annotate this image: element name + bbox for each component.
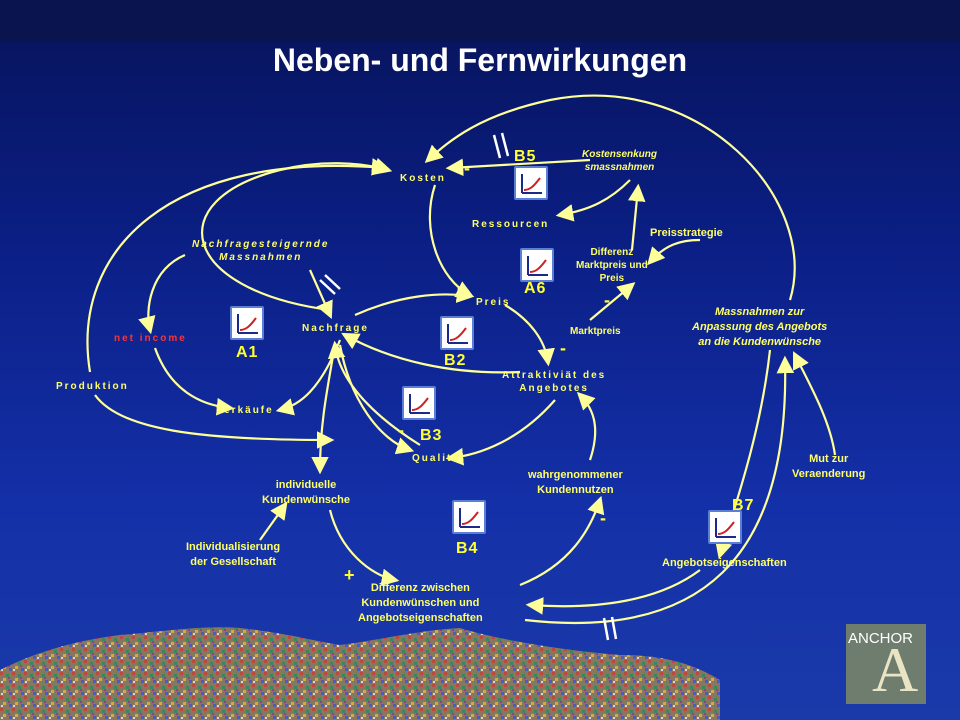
arrow-kostensenkung-ressourcen bbox=[555, 179, 631, 222]
delay-mark bbox=[319, 279, 336, 295]
arrow-attraktivitaet-qualitaet bbox=[445, 399, 556, 466]
arrow-angebot-differenz bbox=[525, 569, 701, 615]
arrow-differenz-kostensenkung bbox=[627, 183, 646, 251]
arrow-mut-massnahmen bbox=[793, 351, 837, 456]
node-marktpreis: Marktpreis bbox=[570, 326, 621, 337]
arrow-nachfragesteigernde-net bbox=[138, 253, 186, 335]
polarity-minus-sign: - bbox=[560, 338, 566, 358]
node-verkaeufe: Verkäufe bbox=[216, 405, 274, 416]
arrow-differenz-wahrgenommener bbox=[519, 495, 605, 587]
node-produktion: Produktion bbox=[56, 381, 129, 392]
anchor-logo-text: ANCHOR bbox=[848, 630, 914, 647]
arrow-nachfrage-verkaeufe bbox=[275, 339, 342, 416]
polarity-minus-sign: - bbox=[464, 158, 470, 178]
loop-code-b3: B3 bbox=[420, 427, 443, 444]
top-bar bbox=[0, 0, 960, 42]
arrow-net-verkaeufe bbox=[153, 347, 235, 416]
node-net-income: net income bbox=[114, 333, 187, 344]
arrow-b5-kosten bbox=[445, 158, 591, 177]
node-kosten: Kosten bbox=[400, 173, 446, 184]
loop-curve-icon bbox=[452, 500, 486, 534]
arrow-differenz-massnahmen bbox=[524, 355, 795, 625]
delay-mark bbox=[602, 617, 610, 641]
loop-curve-icon bbox=[708, 510, 742, 544]
arrow-massnahmen-kosten bbox=[424, 94, 796, 301]
node-nachfrage: Nachfrage bbox=[302, 323, 369, 334]
loop-code-b4: B4 bbox=[456, 540, 479, 557]
polarity-minus-sign: - bbox=[604, 290, 610, 310]
arrow-preisstrategie bbox=[647, 238, 701, 266]
loop-curve-icon bbox=[440, 316, 474, 350]
arrow-marktpreis-differenz bbox=[589, 282, 636, 321]
arrow-produktion-kosten bbox=[86, 158, 390, 373]
arrow-wahrgenommener-attraktivitaet bbox=[576, 391, 597, 461]
delay-mark bbox=[492, 134, 502, 159]
arrow-massnahmen-nachfrage bbox=[308, 269, 333, 320]
node-qualitaet: Qualität bbox=[412, 453, 466, 464]
node-preis: Preis bbox=[476, 297, 511, 308]
node-angebotseigenschaften: Angebotseigenschaften bbox=[662, 557, 787, 569]
loop-code-a1: A1 bbox=[236, 344, 259, 361]
loop-curve-icon bbox=[402, 386, 436, 420]
delay-mark bbox=[610, 616, 618, 640]
delay-mark bbox=[324, 274, 341, 290]
arrow-produktion-loop bbox=[94, 394, 335, 449]
node-preisstrategie: Preisstrategie bbox=[650, 227, 723, 239]
arrow-attraktivitaet-nachfrage bbox=[341, 332, 521, 374]
arrow-nachfrage-individuelle bbox=[311, 344, 337, 475]
polarity-minus-sign: - bbox=[600, 508, 606, 528]
loop-code-b2: B2 bbox=[444, 352, 467, 369]
arrow-kosten-preis bbox=[428, 184, 474, 297]
arrow-nachfrage-kosten bbox=[201, 157, 393, 312]
slide-title: Neben- und Fernwirkungen bbox=[272, 42, 688, 78]
anchor-logo: ANCHOR A bbox=[846, 624, 926, 704]
loop-curve-icon bbox=[230, 306, 264, 340]
loop-curve-icon bbox=[514, 166, 548, 200]
arrow-individuelle-differenz bbox=[328, 509, 400, 587]
arrow-preis-attraktivitaet bbox=[504, 304, 555, 367]
arrow-nachfrage-qualitaet bbox=[338, 344, 415, 455]
arrow-qualitaet-nachfrage bbox=[327, 340, 421, 446]
arrow-nachfrage-preis bbox=[354, 285, 475, 317]
polarity-minus-sign: - bbox=[398, 420, 404, 440]
polarity-plus-sign: + bbox=[344, 565, 355, 585]
loop-code-a6: A6 bbox=[524, 280, 547, 297]
loop-code-b5: B5 bbox=[514, 148, 537, 165]
arrow-individualisierung-individuelle bbox=[259, 501, 288, 541]
anchor-logo-letter: A bbox=[872, 634, 919, 705]
loop-code-b7: B7 bbox=[732, 497, 755, 514]
delay-mark bbox=[500, 132, 510, 157]
loop-curve-icon bbox=[520, 248, 554, 282]
terrain bbox=[0, 627, 720, 720]
node-ressourcen: Ressourcen bbox=[472, 219, 550, 230]
